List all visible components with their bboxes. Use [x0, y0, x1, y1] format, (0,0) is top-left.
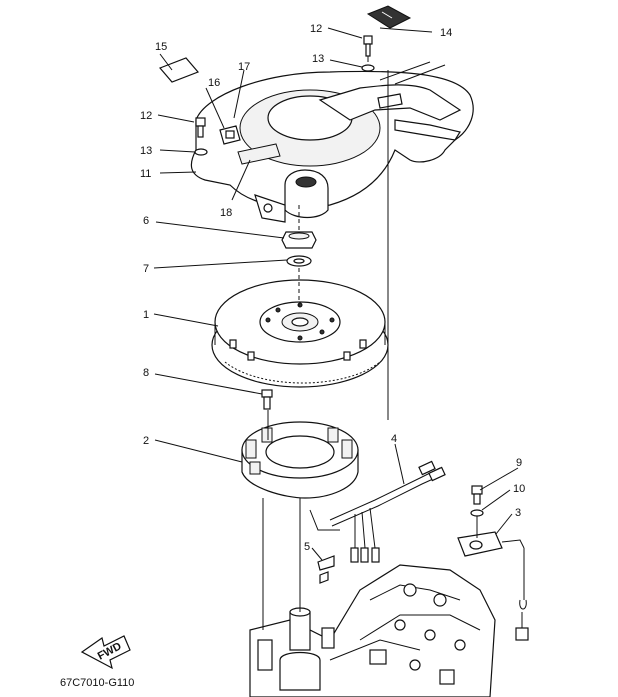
washer-10 — [470, 509, 484, 517]
decal-14 — [366, 5, 412, 29]
callout-labels: 12 13 14 15 16 17 12 13 11 18 6 7 1 8 2 … — [140, 23, 525, 553]
fwd-arrow-icon: FWD — [80, 635, 131, 670]
callout-4: 4 — [391, 433, 397, 445]
callout-5: 5 — [304, 541, 310, 553]
clip-5 — [317, 555, 335, 584]
flywheel-cover — [190, 61, 474, 223]
bolt-9 — [471, 485, 483, 505]
callout-14: 14 — [440, 27, 452, 39]
diagram-code: 67C7010-G110 — [60, 677, 134, 689]
washer-13-top — [361, 64, 375, 72]
callout-12-top: 12 — [310, 23, 322, 35]
callout-8: 8 — [143, 367, 149, 379]
leader-lines — [153, 27, 519, 561]
callout-1: 1 — [143, 309, 149, 321]
alignment-lines — [262, 56, 478, 630]
callout-11: 11 — [140, 168, 151, 180]
bolt-12-left — [195, 117, 206, 138]
callout-18: 18 — [220, 207, 232, 219]
callout-12-left: 12 — [140, 110, 152, 122]
pulser-coil-3 — [457, 531, 529, 641]
callout-6: 6 — [143, 215, 149, 227]
bolt-8 — [261, 389, 273, 410]
callout-13-left: 13 — [140, 145, 152, 157]
callout-15: 15 — [155, 41, 167, 53]
bolt-12-top — [363, 35, 373, 57]
nut-6 — [281, 231, 317, 249]
callout-13-top: 13 — [312, 53, 324, 65]
washer-13-left — [194, 148, 208, 156]
engine-block — [249, 564, 496, 697]
callout-9: 9 — [516, 457, 522, 469]
callout-10: 10 — [513, 483, 525, 495]
callout-7: 7 — [143, 263, 149, 275]
washer-7 — [286, 255, 312, 267]
callout-16: 16 — [208, 77, 220, 89]
callout-2: 2 — [143, 435, 149, 447]
flywheel-1 — [211, 279, 389, 388]
stator-2 — [241, 421, 359, 499]
wire-harness-4 — [309, 460, 446, 563]
decal-15 — [158, 57, 200, 83]
callout-3: 3 — [515, 507, 521, 519]
callout-17: 17 — [238, 61, 250, 73]
